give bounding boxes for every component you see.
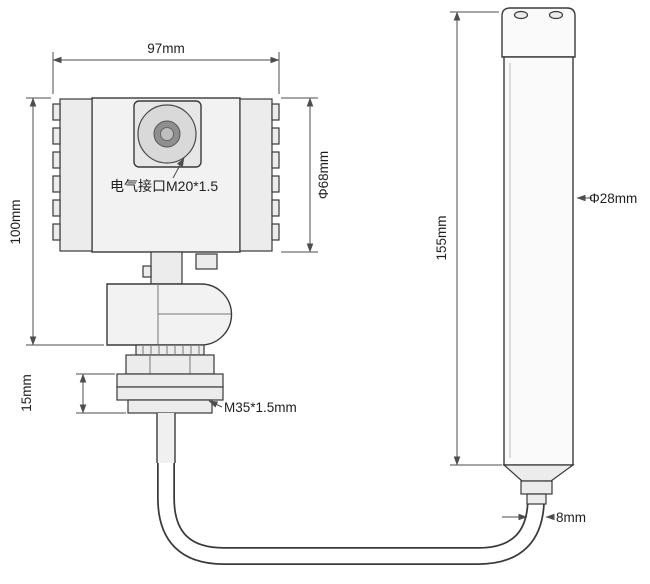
flange-collar	[127, 399, 213, 414]
dim-probe-diameter: Φ28mm	[576, 191, 637, 206]
probe-tube	[503, 56, 574, 466]
dim-probe-length: 155mm	[434, 11, 502, 466]
dim-housing-diameter-label: Φ68mm	[316, 151, 331, 199]
cable-outline	[157, 455, 545, 565]
dim-body-height: 100mm	[8, 97, 104, 346]
probe-top-cap	[501, 7, 576, 58]
dim-probe-length-label: 155mm	[434, 215, 449, 260]
thread-collar	[135, 344, 205, 356]
dim-cable-diameter: 8mm	[502, 510, 586, 525]
probe-body	[501, 7, 576, 482]
housing-neck	[150, 251, 183, 285]
dim-flange-thickness: 15mm	[19, 373, 126, 414]
entry-center	[160, 127, 174, 141]
electrical-entry-port	[133, 100, 202, 168]
callout-electrical-interface: 电气接口M20*1.5	[110, 157, 218, 194]
hex-nut	[125, 354, 215, 375]
dim-housing-diameter: Φ68mm	[281, 97, 331, 253]
gland-body	[520, 480, 553, 495]
housing-right-cap	[239, 98, 280, 252]
dimensions: 97mm 100mm 15mm Φ68mm 155mm	[8, 11, 637, 525]
gland-nub	[526, 493, 547, 505]
cable-core	[158, 455, 544, 564]
process-stem	[156, 413, 176, 463]
transmitter-housing	[52, 97, 280, 414]
dim-cable-diameter-label: 8mm	[556, 510, 586, 525]
neck-step	[142, 265, 152, 278]
dim-body-width-label: 97mm	[147, 41, 185, 56]
flange-plate-lower	[116, 386, 224, 401]
callout-electrical-interface-label: 电气接口M20*1.5	[110, 178, 218, 194]
dim-body-width: 97mm	[52, 41, 280, 94]
mounting-bracket	[106, 283, 233, 346]
dim-body-height-label: 100mm	[8, 199, 23, 244]
dim-probe-diameter-label: Φ28mm	[589, 191, 637, 206]
terminal-box	[195, 253, 218, 270]
probe-bottom-shoulder	[502, 464, 575, 482]
flange-plate-upper	[116, 373, 224, 388]
connection-cable	[157, 455, 545, 565]
callout-thread-spec-label: M35*1.5mm	[224, 400, 297, 415]
probe-cable-gland	[520, 480, 553, 505]
probe-vent-hole-right	[548, 10, 564, 20]
probe-vent-hole-left	[513, 10, 529, 20]
thread-hatch	[142, 346, 200, 354]
callout-thread-spec: M35*1.5mm	[208, 400, 297, 415]
process-connection	[116, 344, 224, 414]
housing-left-cap	[52, 98, 93, 252]
dim-flange-thickness-label: 15mm	[19, 374, 34, 412]
